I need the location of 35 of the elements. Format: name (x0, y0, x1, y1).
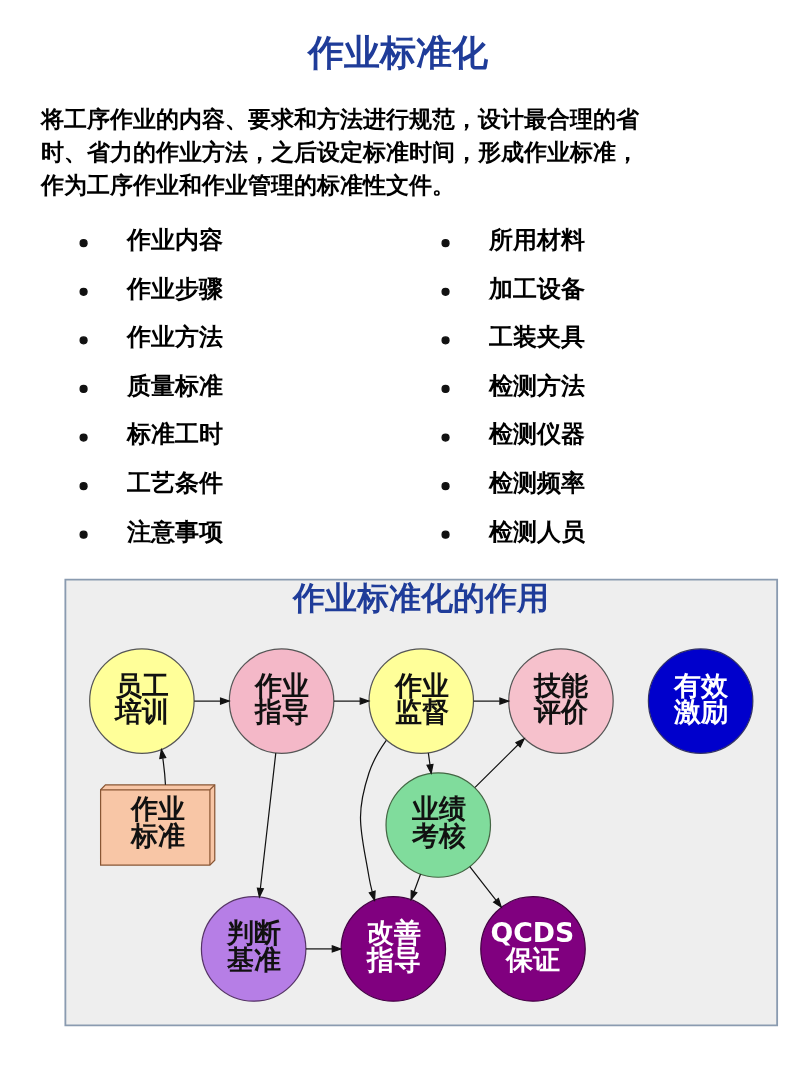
node-circle: 业绩考核 (385, 772, 492, 878)
arrow (474, 737, 526, 788)
label: 加工设备 (489, 273, 586, 303)
label: 检测频率 (489, 467, 586, 497)
label: 检测仪器 (489, 419, 586, 449)
label: 标准工时 (127, 419, 224, 449)
arrow (159, 747, 167, 786)
label: 将工序作业的内容、要求和方法进行规范，设计最合理的省时、省力的作业方法，之后设定标准时间，形成作业标准，作为工序作业和作业管理的标准性文件。 (41, 106, 640, 199)
arrow (256, 752, 277, 899)
arrow (473, 697, 511, 705)
arrow (359, 739, 387, 902)
label: 作业内容 (127, 225, 224, 255)
label: 所用材料 (489, 225, 586, 255)
node-circle: 改善指导 (340, 896, 447, 1002)
arrow (333, 697, 371, 705)
node-circle: 技能评价 (508, 648, 614, 754)
node-circle: 判断基准 (200, 896, 307, 1002)
node-circle: 员工培训 (89, 648, 195, 754)
label: 质量标准 (127, 370, 224, 400)
label: 注意事项 (127, 516, 224, 546)
diagram-title: 作业标准化 (308, 30, 489, 74)
node-circle: 有效激励 (647, 648, 754, 754)
arrow (469, 866, 503, 909)
label: 作业方法 (127, 322, 224, 352)
label: 作业步骤 (127, 273, 224, 303)
arrow (305, 945, 343, 953)
label: 工艺条件 (127, 467, 224, 497)
node-circle: 作业监督 (368, 648, 475, 754)
node-circle: 作业指导 (228, 648, 335, 754)
arrow (193, 697, 231, 705)
arrow (410, 873, 422, 902)
arrow (426, 752, 434, 775)
label: 工装夹具 (489, 322, 586, 352)
label: 检测方法 (489, 370, 586, 400)
label: 检测人员 (489, 516, 586, 546)
